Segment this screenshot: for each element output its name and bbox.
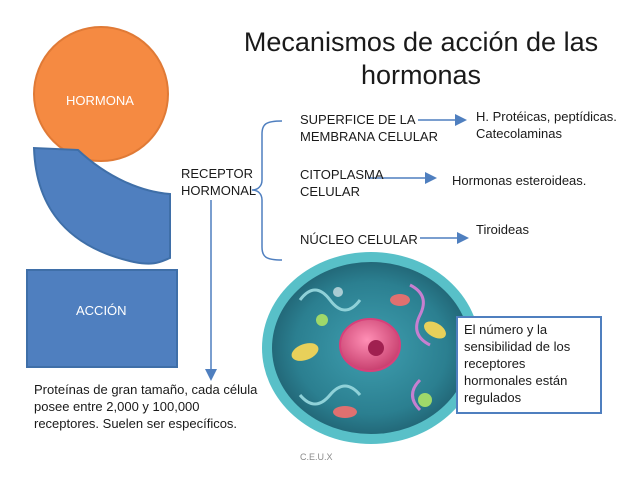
accion-rect: [26, 269, 178, 368]
hormona-label: HORMONA: [66, 93, 134, 108]
bracket: [251, 120, 283, 261]
location-membrana: SUPERFICE DE LA MEMBRANA CELULAR: [300, 112, 438, 144]
location-citoplasma: CITOPLASMA CELULAR: [300, 167, 383, 199]
slide-title: Mecanismos de acción de las hormonas: [243, 27, 599, 90]
receptor-u-shape: [32, 146, 171, 265]
hormones-citoplasma: Hormonas esteroideas.: [452, 173, 587, 188]
hormones-membrana: H. Protéicas, peptídicas. Catecolaminas: [476, 109, 617, 141]
proteins-text: Proteínas de gran tamaño, cada célula po…: [34, 382, 258, 431]
footer-text: C.E.U.X: [300, 452, 333, 462]
cell-illustration: [262, 252, 480, 444]
hormones-nucleo: Tiroideas: [476, 222, 529, 237]
location-nucleo: NÚCLEO CELULAR: [300, 232, 418, 247]
hormona-circle: [33, 26, 169, 162]
note-box: El número y la sensibilidad de los recep…: [456, 316, 602, 414]
accion-label: ACCIÓN: [76, 303, 127, 318]
receptor-label: RECEPTOR HORMONAL: [181, 166, 257, 198]
